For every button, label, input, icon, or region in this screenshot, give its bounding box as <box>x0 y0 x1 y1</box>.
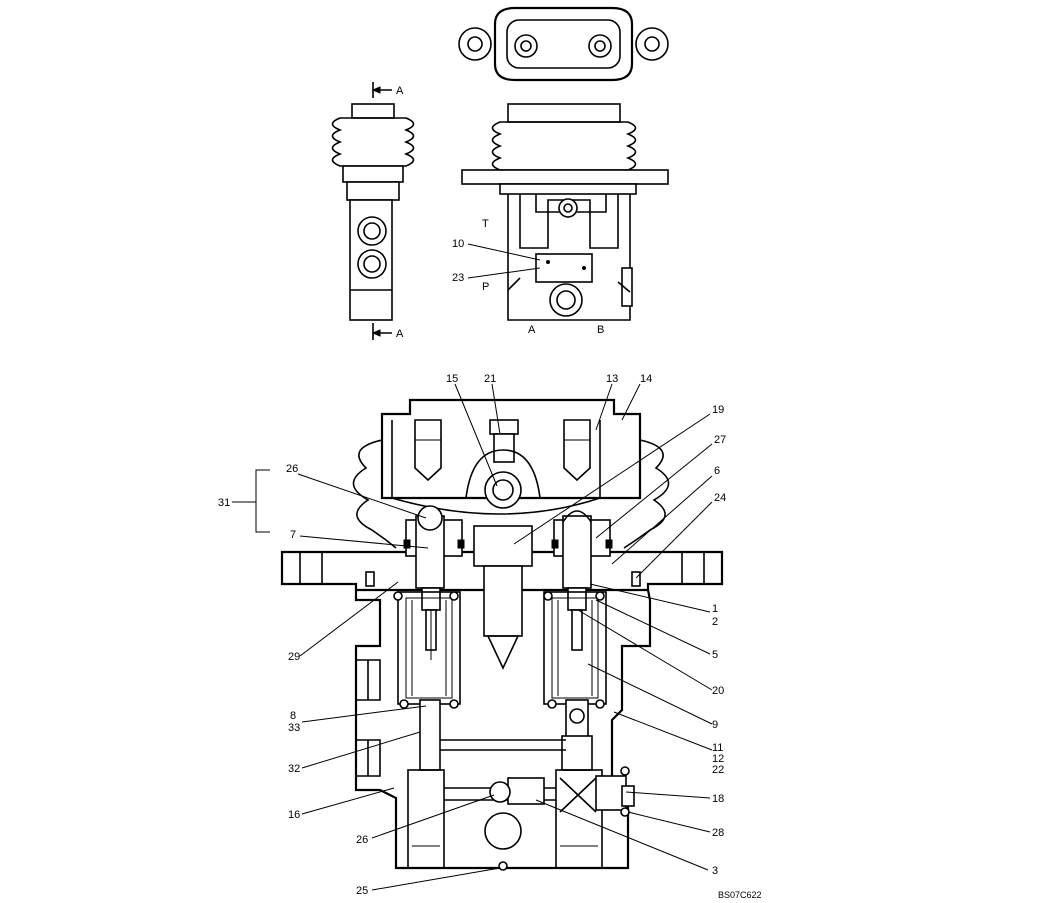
top-flange-view <box>458 6 669 82</box>
callout-27: 27 <box>714 434 726 446</box>
callout-21: 21 <box>484 373 496 385</box>
port-label-a: A <box>528 324 536 336</box>
callout-22: 22 <box>712 764 724 776</box>
callout-7: 7 <box>290 529 296 541</box>
callout-18: 18 <box>712 793 724 805</box>
callout-15: 15 <box>446 373 458 385</box>
callout-2: 2 <box>712 616 718 628</box>
callout-1: 1 <box>712 603 718 615</box>
callout-14: 14 <box>640 373 652 385</box>
callout-26-top: 26 <box>286 463 298 475</box>
drawing-code: BS07C622 <box>718 890 762 900</box>
callout-31: 31 <box>218 497 230 509</box>
callout-9: 9 <box>712 719 718 731</box>
callout-23: 23 <box>452 272 464 284</box>
callout-leaders <box>232 383 713 891</box>
callout-20: 20 <box>712 685 724 697</box>
callout-3: 3 <box>712 865 718 877</box>
callout-24: 24 <box>714 492 726 504</box>
port-label-t: T <box>482 218 489 230</box>
callout-11: 11 <box>712 742 723 754</box>
port-label-p: P <box>482 281 489 293</box>
callout-33: 33 <box>288 722 300 734</box>
callout-25: 25 <box>356 885 368 897</box>
section-marker-top: A <box>396 85 404 97</box>
callout-26-bottom: 26 <box>356 834 368 846</box>
front-view: T P A B 10 23 <box>452 103 669 336</box>
callout-29: 29 <box>288 651 300 663</box>
callout-8: 8 <box>290 710 296 722</box>
port-label-b: B <box>597 324 604 336</box>
callout-10: 10 <box>452 238 464 250</box>
callout-16: 16 <box>288 809 300 821</box>
callout-32: 32 <box>288 763 300 775</box>
callout-19: 19 <box>712 404 724 416</box>
side-view: A A <box>331 82 415 340</box>
callout-5: 5 <box>712 649 718 661</box>
callout-labels: 15 21 13 14 19 27 6 24 26 31 7 1 2 5 29 … <box>218 373 726 897</box>
section-marker-bottom: A <box>396 328 404 340</box>
callout-28: 28 <box>712 827 724 839</box>
callout-6: 6 <box>714 465 720 477</box>
section-view <box>280 398 724 871</box>
callout-12: 12 <box>712 753 724 765</box>
callout-13: 13 <box>606 373 618 385</box>
